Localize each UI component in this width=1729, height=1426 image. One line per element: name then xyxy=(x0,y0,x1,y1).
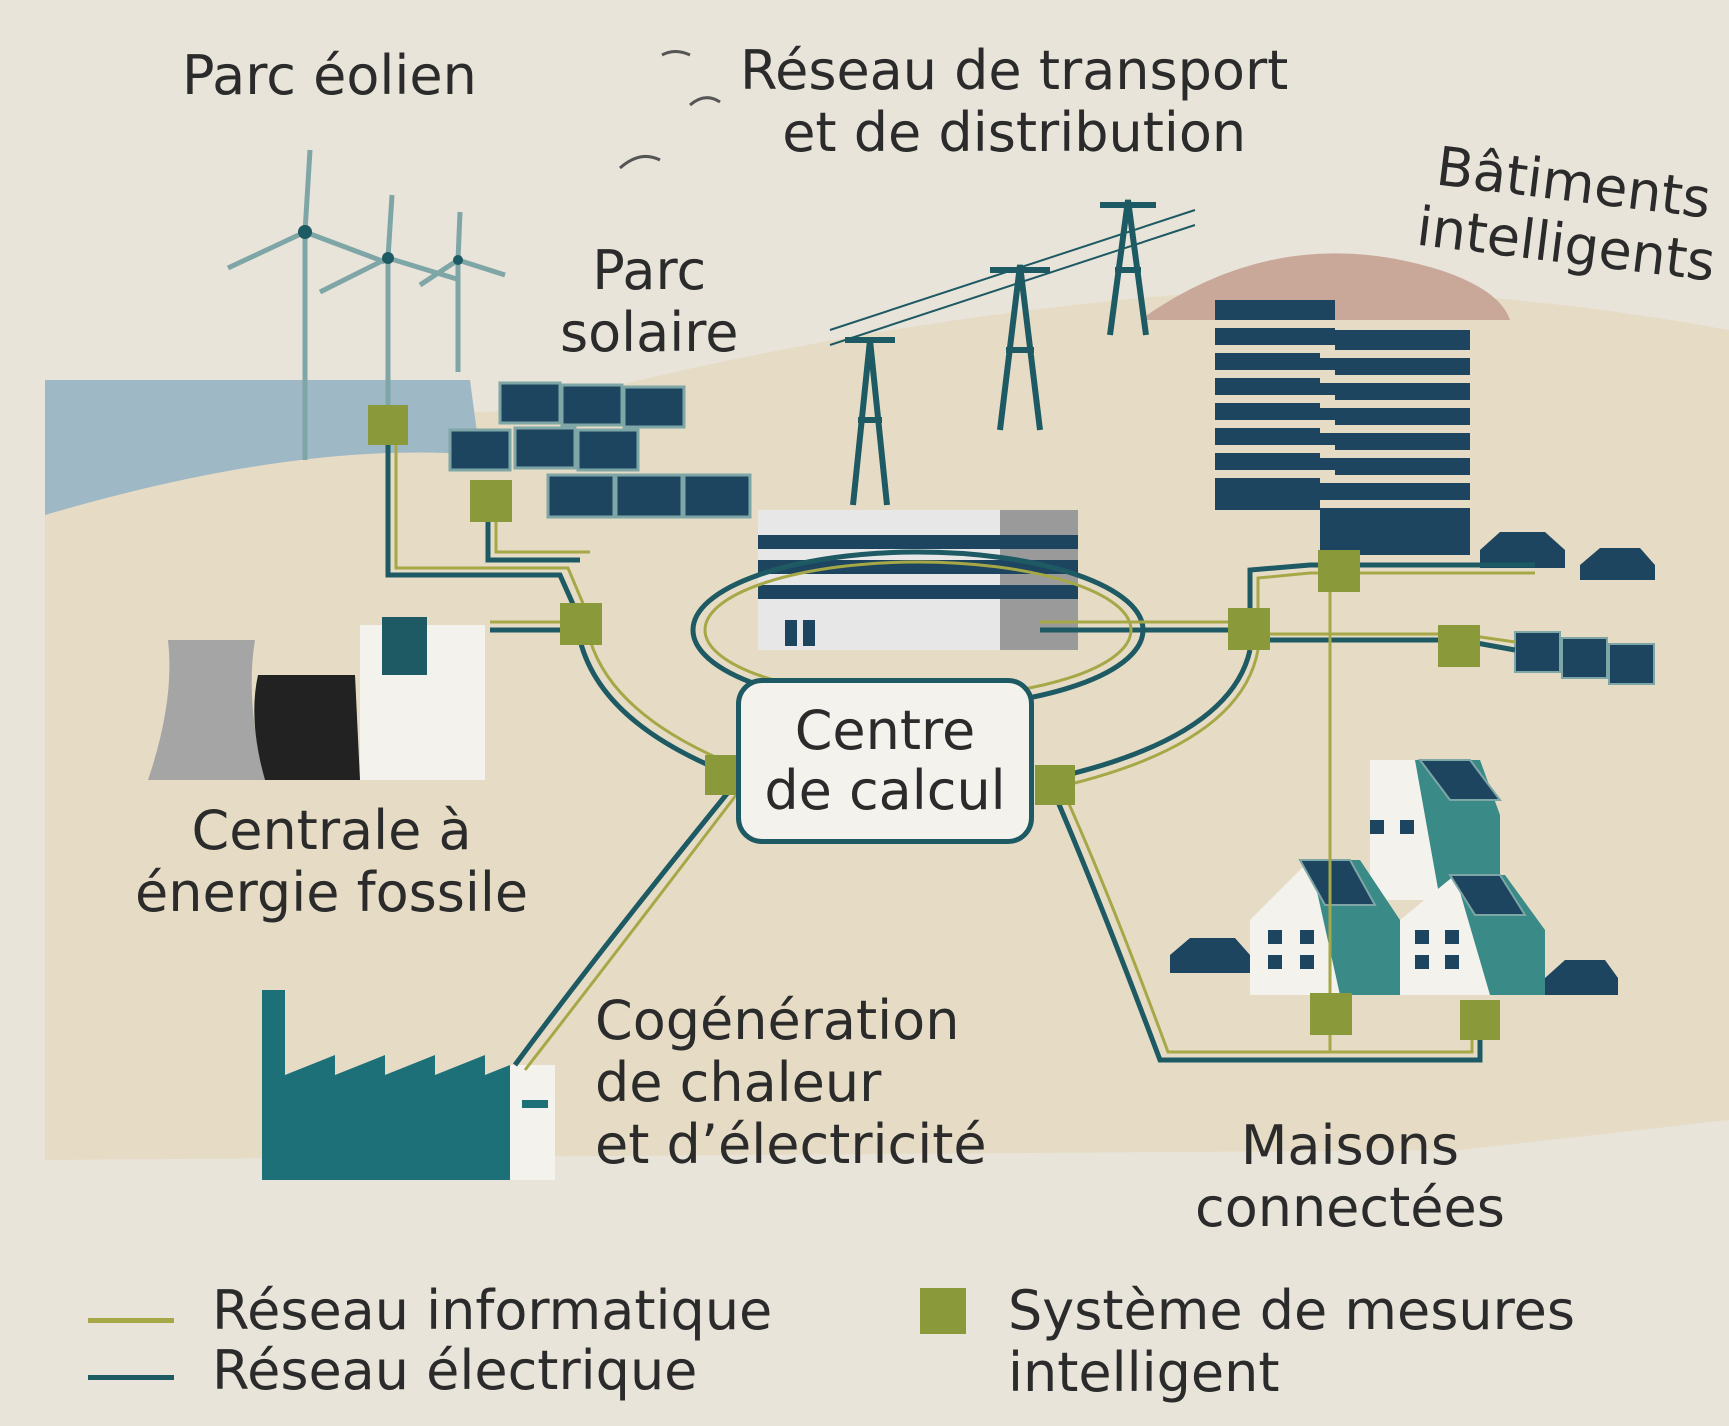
cogeneration-label-line3: et d’électricité xyxy=(595,1113,987,1176)
houses xyxy=(1250,759,1545,995)
houses-label-line2: connectées xyxy=(1195,1176,1505,1239)
solar-panels-right xyxy=(1514,631,1655,685)
solar-panels xyxy=(448,381,752,519)
cogeneration-label-line1: Cogénération xyxy=(595,989,960,1052)
fossil-plant-label: Centrale à énergie fossile xyxy=(135,800,528,924)
legend-smart-meter-line2: intelligent xyxy=(1008,1341,1280,1404)
legend-smart-meter-swatch xyxy=(920,1288,966,1334)
legend-smart-meter-label: Système de mesures intelligent xyxy=(1008,1280,1575,1404)
fossil-plant-label-line1: Centrale à xyxy=(191,799,472,862)
transport-network-label: Réseau de transport et de distribution xyxy=(740,40,1288,164)
solar-farm-label: Parc solaire xyxy=(560,240,739,364)
fossil-plant-label-line2: énergie fossile xyxy=(135,861,529,924)
office-buildings xyxy=(1215,300,1470,555)
calc-center-box: Centre de calcul xyxy=(736,678,1034,844)
data-center-building xyxy=(758,510,1078,650)
smart-meters xyxy=(368,405,1500,1040)
birds xyxy=(618,50,721,170)
calc-center-label-line2: de calcul xyxy=(764,759,1006,822)
legend-smart-meter-line1: Système de mesures xyxy=(1008,1279,1575,1342)
solar-farm-label-line2: solaire xyxy=(560,301,739,364)
pylons xyxy=(845,199,1156,506)
cars xyxy=(1170,532,1655,995)
wind-turbines xyxy=(226,149,506,460)
legend-electric-network-swatch xyxy=(88,1375,174,1380)
legend-it-network-label: Réseau informatique xyxy=(212,1279,773,1342)
houses-label-line1: Maisons xyxy=(1240,1114,1460,1177)
legend-electric-network-label: Réseau électrique xyxy=(212,1339,698,1402)
factory xyxy=(262,990,555,1180)
fossil-plant xyxy=(148,617,485,780)
cogeneration-label-line2: de chaleur xyxy=(595,1051,882,1114)
transport-label-line2: et de distribution xyxy=(782,101,1247,164)
cogeneration-label: Cogénération de chaleur et d’électricité xyxy=(595,990,987,1176)
calc-center-label-line1: Centre xyxy=(794,699,976,762)
wind-farm-label: Parc éolien xyxy=(182,44,477,107)
solar-farm-label-line1: Parc xyxy=(592,239,707,302)
houses-label: Maisons connectées xyxy=(1195,1115,1505,1239)
transport-label-line1: Réseau de transport xyxy=(740,39,1289,102)
legend-it-network-swatch xyxy=(88,1318,174,1323)
